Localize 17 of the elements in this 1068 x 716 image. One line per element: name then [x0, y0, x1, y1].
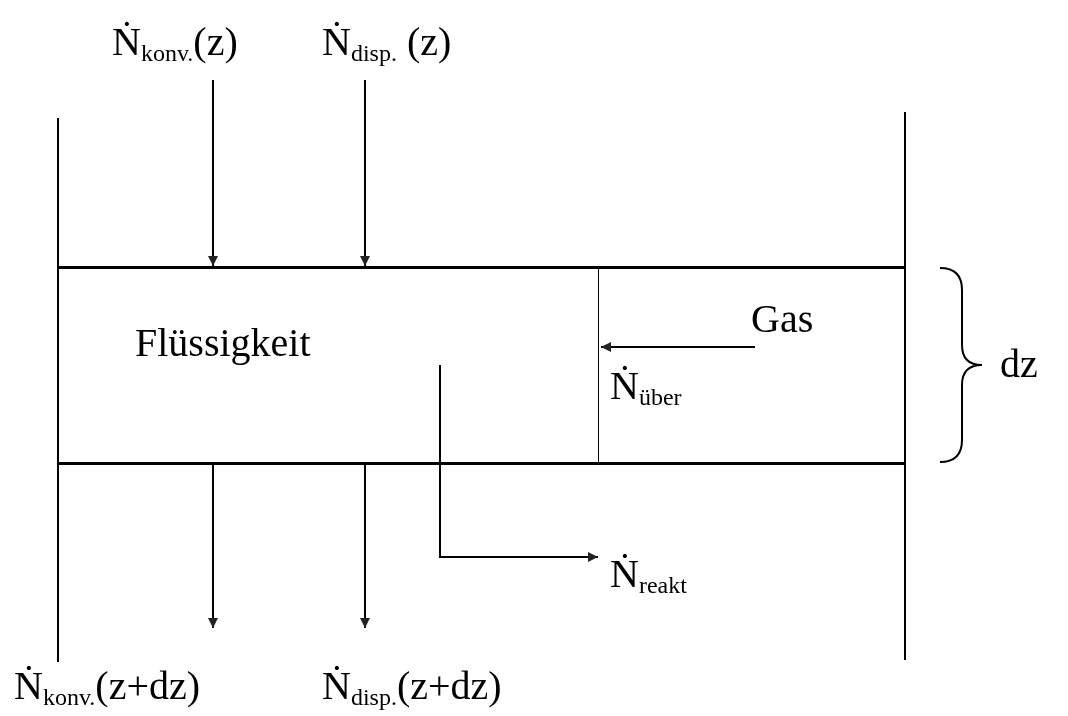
flow-arrow: [208, 464, 218, 629]
liquid-zone: [58, 266, 599, 465]
edge-label: Ṅ$_{über}$: [610, 362, 682, 412]
flow-arrow: [360, 464, 370, 629]
flow-arrow: [439, 364, 599, 562]
flow-label: Ṅ$_{reakt}$: [610, 550, 687, 609]
zone-label: Flüssigkeit: [135, 319, 311, 366]
zone-label: Gas: [751, 295, 814, 342]
gas-zone: [598, 266, 906, 465]
flow-label: Ṅ$_{konv.}$(z): [112, 18, 238, 77]
flow-label: Ṅ$_{disp.}$ (z): [322, 18, 452, 77]
flow-label: Ṅ$_{konv.}$(z+dz): [14, 662, 201, 716]
flow-arrow: [360, 79, 370, 267]
flow-arrow: [600, 342, 756, 352]
flow-label: Ṅ$_{disp.}$(z+dz): [322, 662, 502, 716]
flow-arrow: [208, 79, 218, 267]
dimension-label: dz: [1000, 340, 1038, 388]
